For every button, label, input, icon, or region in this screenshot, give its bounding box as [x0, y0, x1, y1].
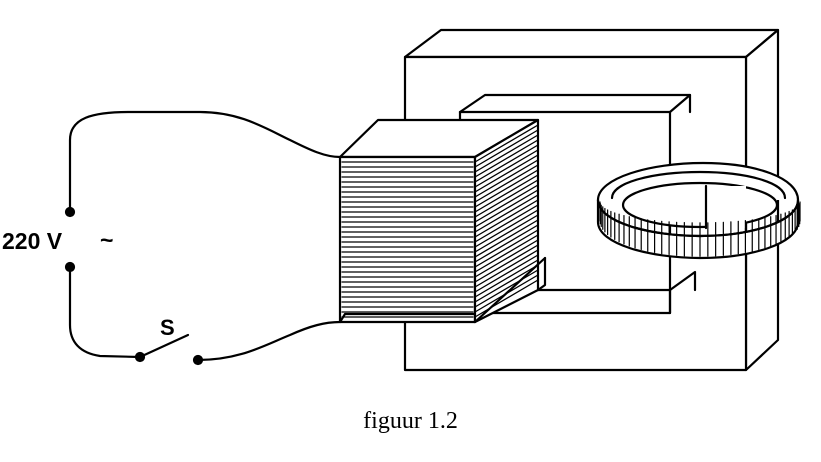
switch-pivot [134, 351, 146, 363]
voltage-label: 220 V [2, 228, 63, 254]
switch-contact [192, 354, 204, 366]
terminal-top [64, 206, 76, 218]
figure-caption: figuur 1.2 [363, 408, 458, 434]
switch-label: S [160, 315, 175, 340]
terminal-bottom [64, 261, 76, 273]
circuit-wires [68, 110, 342, 362]
coil [338, 118, 547, 324]
ac-symbol: ~ [100, 227, 113, 253]
metal-ring [596, 161, 801, 260]
